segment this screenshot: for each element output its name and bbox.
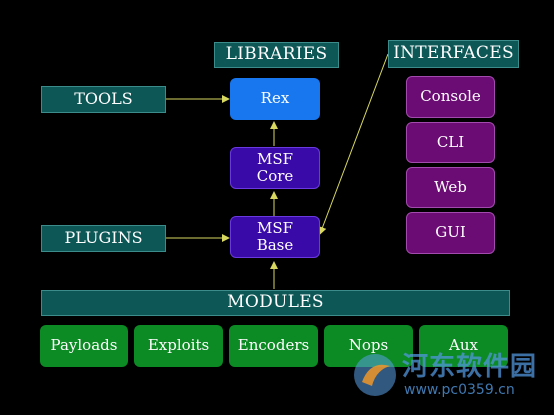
msf-core-line2: Core xyxy=(256,167,294,185)
watermark-name: 河东软件园 xyxy=(402,352,538,382)
module-aux: Aux xyxy=(419,325,508,367)
module-exploits: Exploits xyxy=(134,325,223,367)
interface-cli: CLI xyxy=(406,122,495,163)
plugins-box: PLUGINS xyxy=(41,225,166,252)
msf-core-box: MSF Core xyxy=(230,147,320,189)
msf-base-box: MSF Base xyxy=(230,216,320,258)
module-encoders: Encoders xyxy=(229,325,318,367)
interface-gui: GUI xyxy=(406,212,495,254)
interface-console: Console xyxy=(406,76,495,118)
libraries-header: LIBRARIES xyxy=(214,42,339,68)
tools-box: TOOLS xyxy=(41,86,166,113)
interface-web: Web xyxy=(406,167,495,208)
msf-base-line2: Base xyxy=(256,236,294,254)
module-payloads: Payloads xyxy=(40,325,128,367)
msf-base-line1: MSF xyxy=(256,218,294,237)
msf-core-line1: MSF xyxy=(256,149,294,168)
interfaces-header: INTERFACES xyxy=(388,40,519,68)
rex-box: Rex xyxy=(230,78,320,120)
watermark-logo-icon xyxy=(354,354,396,396)
watermark-url: www.pc0359.cn xyxy=(404,382,515,398)
modules-header: MODULES xyxy=(41,290,510,316)
interfaces-to-base-arrow xyxy=(318,53,389,235)
